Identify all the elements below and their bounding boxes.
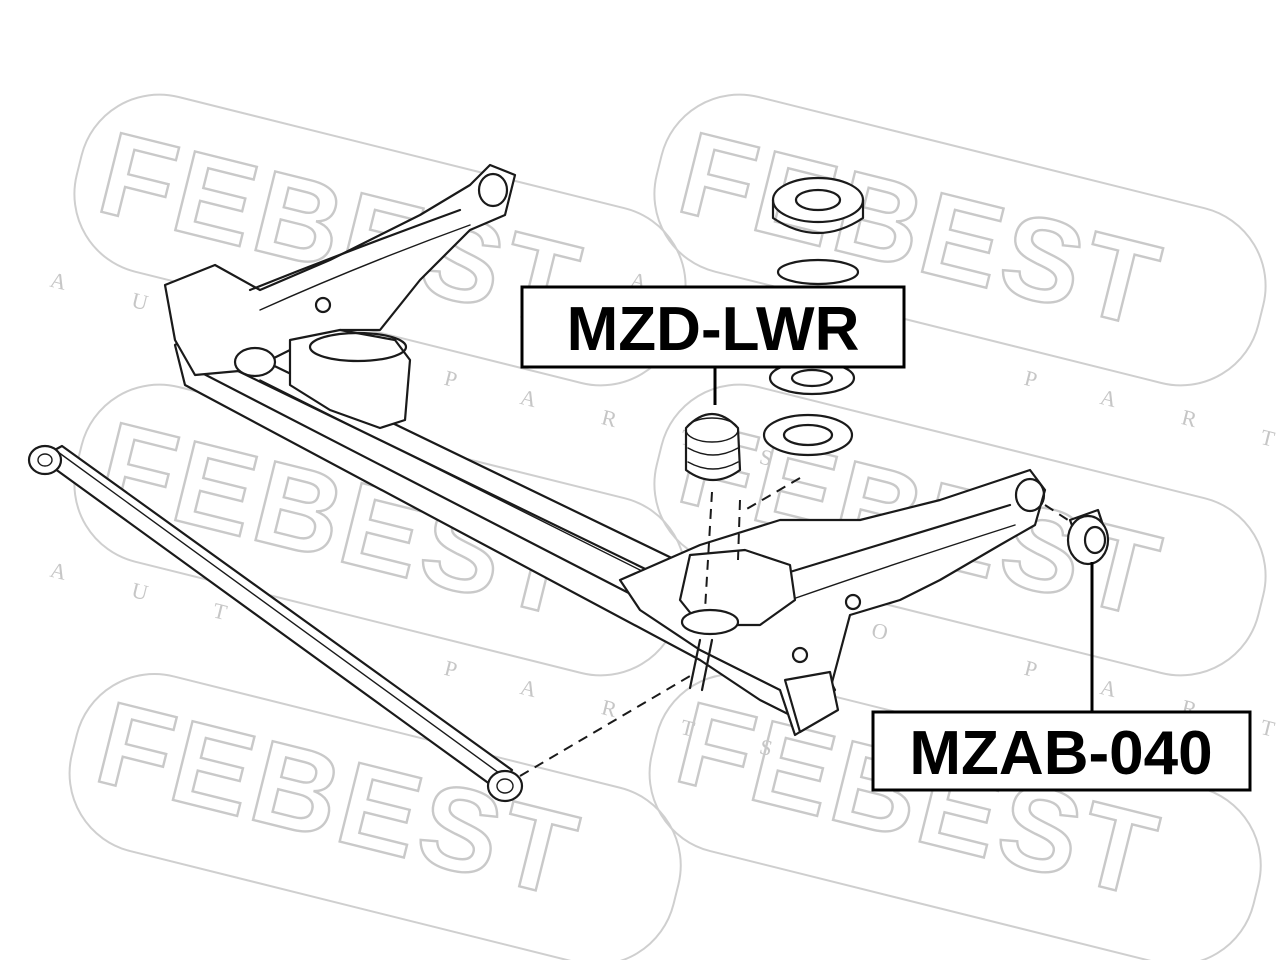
callout-upper: MZD-LWR [520,285,906,405]
callout-box [520,285,906,369]
lateral-rod [27,444,691,803]
watermark-brand-text: FEBEST [85,677,592,923]
callout-lower: MZAB-040 [871,562,1252,792]
callout-box [871,710,1252,792]
arm-bushing [1044,504,1110,566]
bump-stop [684,413,742,611]
part-number-lower: MZAB-040 [909,719,1212,788]
spring-seat-stack [744,176,865,511]
part-number-upper: MZD-LWR [567,295,860,364]
left-trailing-arm [163,163,517,430]
right-trailing-arm [618,468,1047,737]
